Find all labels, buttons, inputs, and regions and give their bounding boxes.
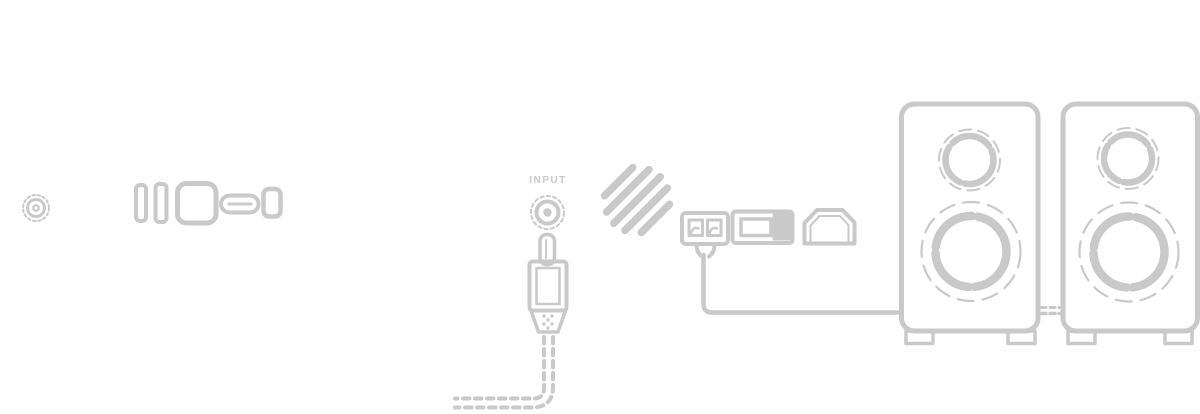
speaker-link-cable: [1039, 306, 1062, 316]
slot-port-icon: [134, 183, 148, 223]
cabinet: [899, 101, 1041, 334]
left-speaker: [899, 101, 1041, 346]
volume-knob-icon: [22, 194, 50, 222]
aux-input-jack-icon: INPUT: [529, 175, 567, 230]
square-port-icon: [175, 181, 219, 226]
tweeter-icon: [1096, 127, 1160, 190]
power-cord: [701, 252, 904, 315]
woofer-icon: [1078, 201, 1180, 303]
hdmi-connector-icon: [802, 208, 857, 246]
signal-lines-icon: [600, 163, 674, 237]
usb-connector-icon: [730, 209, 795, 245]
foot: [904, 329, 935, 346]
power-plug-icon: [680, 211, 730, 259]
audio-cable: [453, 335, 555, 410]
right-speaker: [1060, 101, 1200, 346]
small-port-icon: [261, 186, 283, 219]
cabinet: [1060, 101, 1200, 334]
foot: [1006, 329, 1037, 346]
aux-plug-icon: [527, 232, 569, 334]
slot-port-icon: [153, 182, 169, 224]
tweeter-icon: [938, 128, 1001, 192]
foot: [1066, 329, 1097, 346]
pill-port-icon: [219, 193, 261, 215]
connector-set-icons: [134, 181, 283, 226]
woofer-icon: [920, 200, 1022, 303]
foot: [1163, 329, 1194, 346]
input-jack-label: INPUT: [529, 175, 567, 186]
